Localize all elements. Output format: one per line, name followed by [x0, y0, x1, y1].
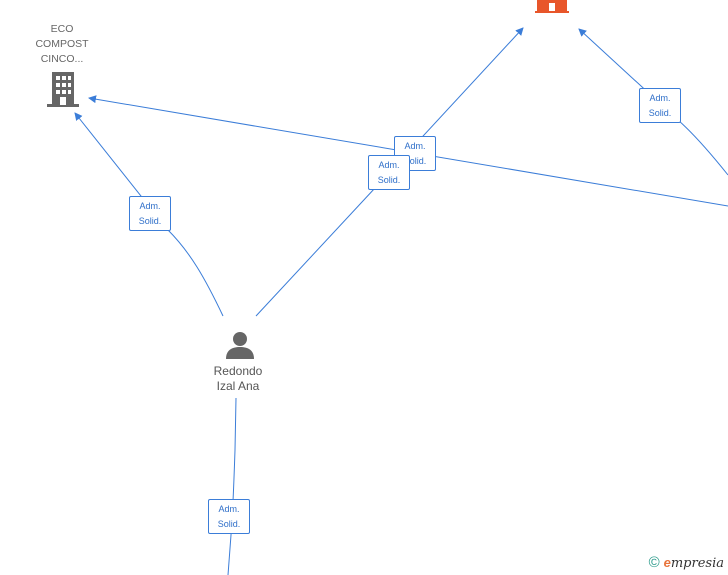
- building-icon-top-company[interactable]: [535, 0, 569, 14]
- edge-label-right-top[interactable]: Adm. Solid.: [639, 88, 681, 123]
- node-label-redondo[interactable]: Redondo Izal Ana: [213, 364, 263, 393]
- edge-label-person-top[interactable]: Adm. Solid.: [368, 155, 410, 190]
- empresia-watermark: ©empresia: [649, 554, 724, 571]
- edge-bottom-to-person: [227, 397, 237, 575]
- edge-label-person-eco[interactable]: Adm. Solid.: [129, 196, 171, 231]
- person-icon-redondo[interactable]: [225, 330, 255, 360]
- edge-label-bottom-person[interactable]: Adm. Solid.: [208, 499, 250, 534]
- brand-name: mpresia: [670, 556, 724, 571]
- brand-initial: e: [663, 555, 671, 570]
- node-label-eco-compost[interactable]: ECO COMPOST CINCO...: [35, 23, 89, 65]
- building-icon-eco-compost[interactable]: [47, 72, 79, 108]
- copyright-symbol: ©: [648, 554, 660, 571]
- edge-person-to-eco: [74, 112, 224, 317]
